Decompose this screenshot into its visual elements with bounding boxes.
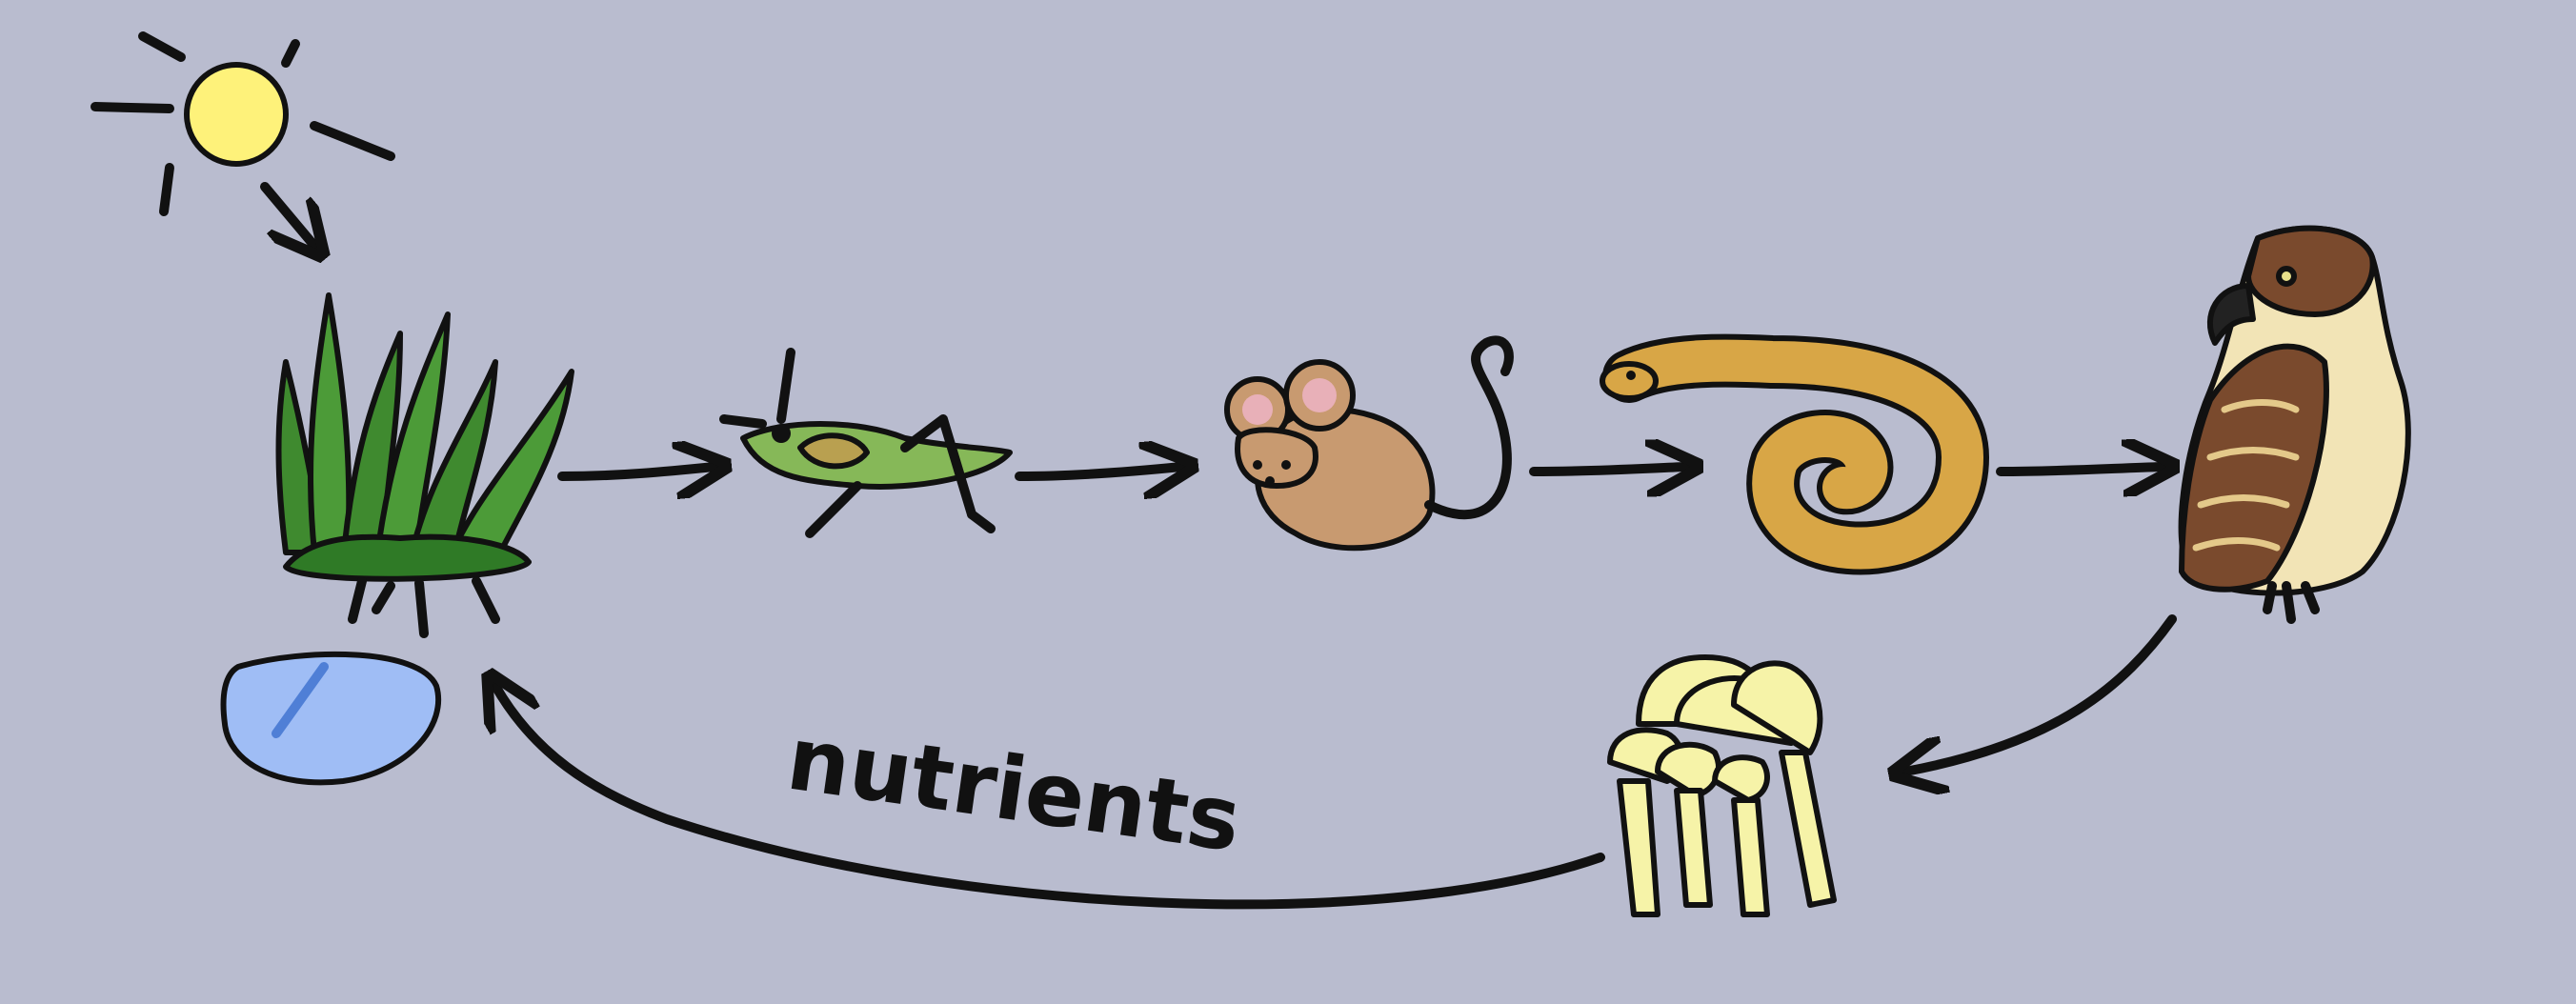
hawk-to-mushroom-arrow: [1905, 614, 2177, 772]
grasshopper-to-mouse-arrow: [1015, 467, 1181, 476]
sun-to-grass-arrow: [260, 182, 314, 246]
snake-to-hawk-arrow: [1996, 467, 2163, 472]
grasshopper-icon: [719, 348, 1013, 538]
nutrients-label: nutrients: [781, 708, 1247, 873]
mushroom-icon: [1607, 654, 1837, 917]
grass-to-grasshopper-arrow: [557, 467, 714, 476]
snake-icon: [1600, 333, 1989, 575]
hawk-icon: [2178, 225, 2411, 624]
grass-icon: [275, 292, 574, 638]
mouse-icon: [1224, 335, 1514, 552]
water-icon: [220, 651, 442, 786]
sun-icon: [91, 31, 395, 216]
nutrients-arrow: [495, 686, 1605, 910]
mouse-to-snake-arrow: [1529, 467, 1686, 472]
